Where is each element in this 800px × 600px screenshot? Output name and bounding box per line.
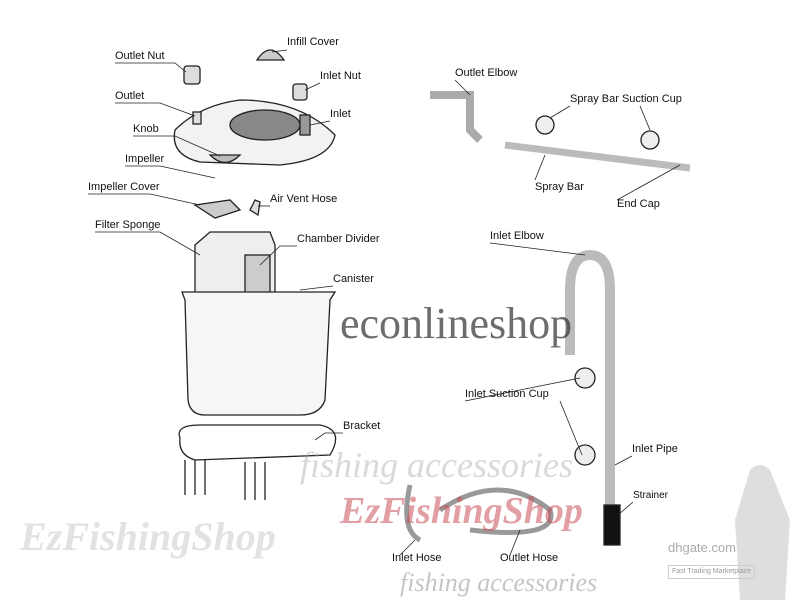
label-inlet-hose: Inlet Hose — [392, 552, 442, 564]
head-window — [229, 109, 301, 141]
hoses-part — [404, 484, 554, 543]
label-outlet-hose: Outlet Hose — [500, 552, 559, 564]
outlet-elbow-part — [430, 91, 483, 143]
label-inlet-suction-cup: Inlet Suction Cup — [465, 388, 549, 400]
inlet-suction-cup-part-2 — [574, 444, 596, 466]
knob-part — [208, 154, 242, 164]
leader-lines — [88, 49, 681, 556]
label-impeller: Impeller — [125, 153, 165, 165]
label-inlet-pipe: Inlet Pipe — [632, 443, 678, 455]
label-strainer: Strainer — [633, 490, 669, 501]
label-air-vent-hose: Air Vent Hose — [270, 193, 338, 205]
spray-bar-part — [504, 141, 691, 172]
inlet-suction-cup-part — [574, 367, 596, 389]
label-bracket: Bracket — [343, 420, 381, 432]
infill-cover-part — [255, 49, 286, 61]
fisherman-silhouette — [735, 465, 790, 600]
inlet-nut-part — [292, 83, 308, 101]
outlet-port — [192, 111, 202, 125]
spray-bar-suction-cup-part-2 — [640, 130, 660, 150]
air-vent-hose-part — [249, 199, 261, 217]
label-outlet: Outlet — [115, 90, 145, 102]
impeller-cover-part — [193, 199, 242, 219]
spray-bar-suction-cup-part — [535, 115, 555, 135]
label-filter-sponge: Filter Sponge — [95, 219, 161, 231]
label-spray-bar: Spray Bar — [535, 181, 584, 193]
canister-part — [181, 291, 337, 416]
outlet-nut-part — [183, 65, 201, 85]
bracket-legs — [184, 460, 266, 500]
inlet-port — [299, 114, 311, 136]
label-inlet: Inlet — [330, 108, 351, 120]
watermark-tagline: fishing accessories — [300, 445, 573, 485]
label-inlet-elbow: Inlet Elbow — [490, 230, 544, 242]
label-end-cap: End Cap — [617, 198, 660, 210]
inlet-pipe-part — [565, 249, 615, 515]
label-canister: Canister — [333, 273, 374, 285]
watermark-site-tagline: Fast Trading Marketplace — [668, 565, 755, 579]
label-knob: Knob — [133, 123, 159, 135]
label-outlet-elbow: Outlet Elbow — [455, 67, 518, 79]
label-outlet-nut: Outlet Nut — [115, 50, 165, 62]
bracket-part — [178, 424, 337, 461]
watermark-brand-bottom: EzFishingShop — [340, 490, 583, 532]
label-impeller-cover: Impeller Cover — [88, 181, 160, 193]
label-spray-bar-suction-cup: Spray Bar Suction Cup — [570, 93, 682, 105]
watermark-site: dhgate.com — [668, 540, 736, 555]
label-chamber-divider: Chamber Divider — [297, 233, 380, 245]
strainer-part — [603, 504, 621, 546]
watermark-brand: EzFishingShop — [20, 514, 276, 559]
watermark-shop: econlineshop — [340, 299, 573, 348]
label-inlet-nut: Inlet Nut — [320, 70, 361, 82]
label-infill-cover: Infill Cover — [287, 36, 339, 48]
watermark-tagline-bottom: fishing accessories — [400, 568, 598, 597]
